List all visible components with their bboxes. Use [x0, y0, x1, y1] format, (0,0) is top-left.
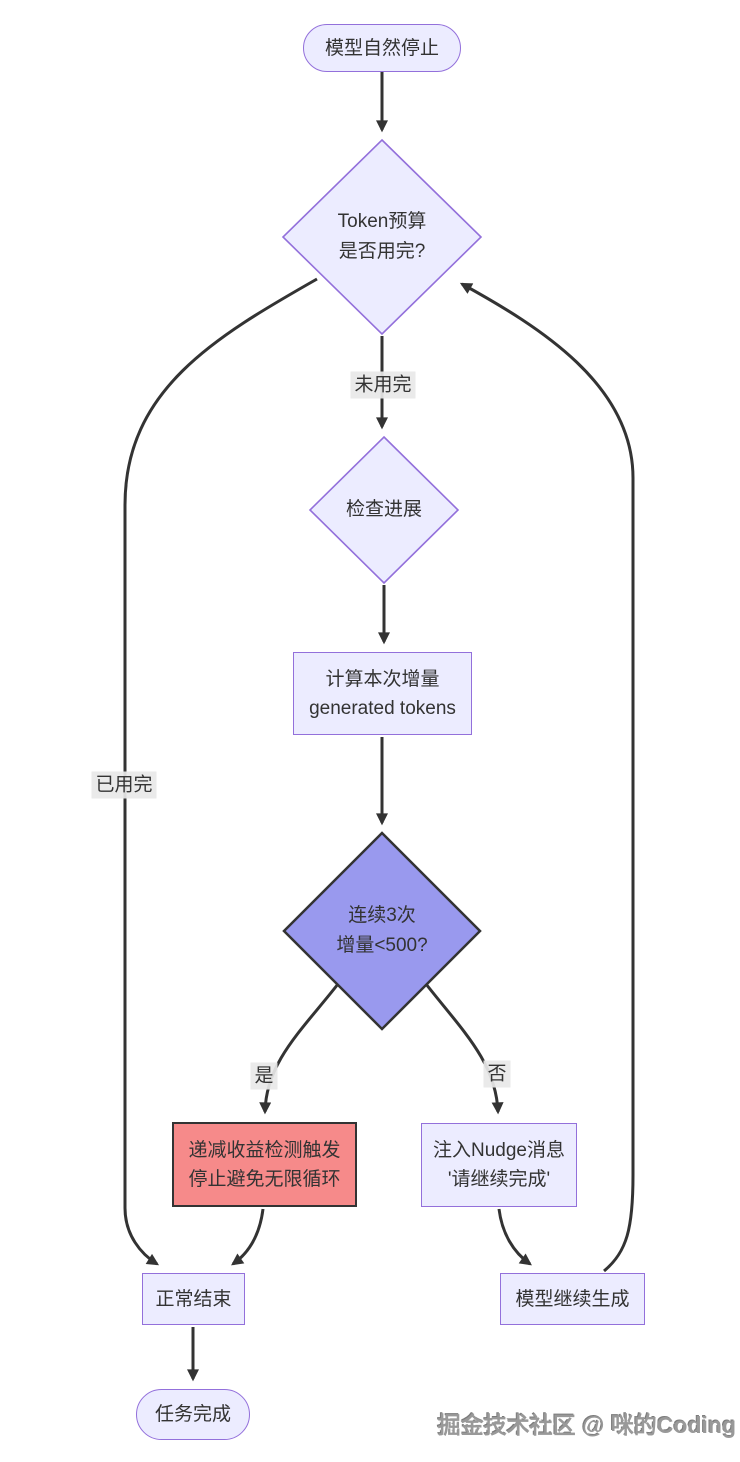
budget-decision-shape	[281, 138, 483, 336]
edge-budget-exhausted-to-normalend	[123, 277, 318, 1266]
calc-delta-line2: generated tokens	[309, 697, 456, 719]
diminishing-returns-line1: 递减收益检测触发	[188, 1139, 341, 1161]
calc-delta-node: 计算本次增量 generated tokens	[293, 652, 472, 735]
inject-nudge-node: 注入Nudge消息 '请继续完成'	[421, 1123, 577, 1207]
edge-nudge-to-continue	[497, 1208, 532, 1266]
edge-streak-yes-to-diminishing	[259, 983, 340, 1115]
calc-delta-line1: 计算本次增量	[325, 668, 440, 690]
model-continue-node: 模型继续生成	[500, 1273, 645, 1325]
task-done-node: 任务完成	[136, 1389, 250, 1440]
inject-nudge-line1: 注入Nudge消息	[433, 1140, 565, 1161]
start-node-label: 模型自然停止	[324, 37, 439, 59]
edge-label-exhausted: 已用完	[91, 771, 157, 799]
task-done-label: 任务完成	[154, 1404, 231, 1425]
inject-nudge-line2: '请继续完成'	[447, 1169, 551, 1190]
normal-end-label: 正常结束	[155, 1288, 232, 1310]
diminishing-returns-node: 递减收益检测触发 停止避免无限循环	[172, 1122, 357, 1207]
edge-label-no: 否	[483, 1060, 511, 1088]
edge-diminishing-to-normalend	[231, 1208, 265, 1266]
edge-continue-loop-to-budget	[459, 282, 635, 1273]
watermark-text: 掘金技术社区 @ 咪的Coding	[437, 1412, 736, 1438]
edge-label-yes: 是	[250, 1062, 278, 1090]
edge-streak-no-to-nudge	[424, 983, 504, 1115]
edge-label-not-exhausted: 未用完	[350, 371, 416, 399]
start-node: 模型自然停止	[303, 24, 461, 72]
progress-decision-shape	[308, 435, 460, 585]
normal-end-node: 正常结束	[142, 1273, 245, 1325]
model-continue-label: 模型继续生成	[515, 1288, 630, 1310]
diminishing-returns-line2: 停止避免无限循环	[188, 1168, 341, 1190]
streak-decision-shape	[282, 831, 482, 1031]
